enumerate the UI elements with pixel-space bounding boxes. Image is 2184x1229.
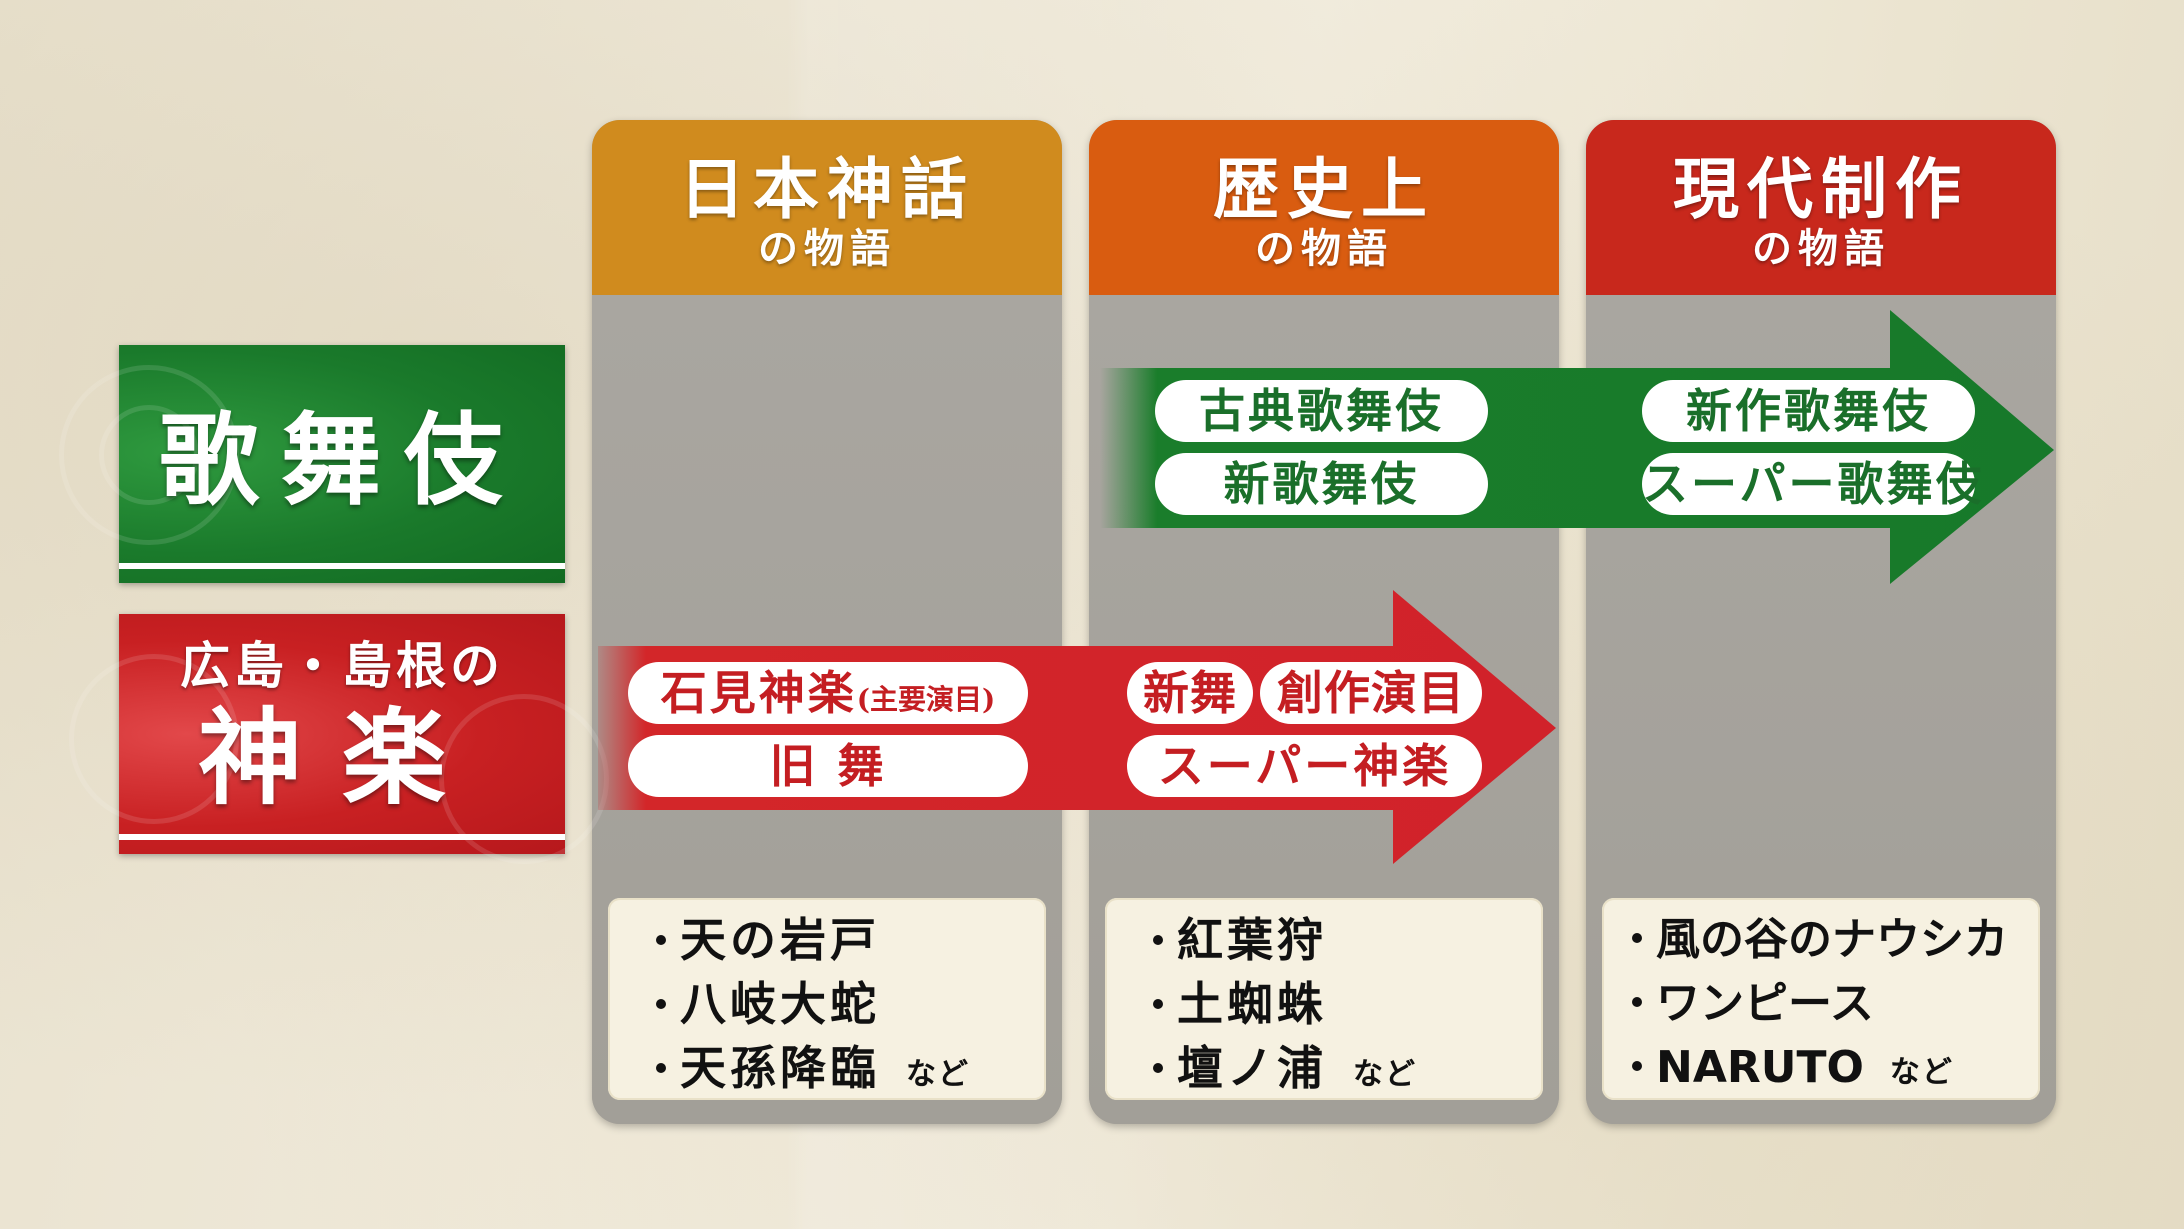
bullet-icon — [1632, 1061, 1642, 1071]
bullet-icon — [1153, 998, 1163, 1009]
example-text: 紅葉狩 — [1177, 913, 1327, 967]
example-text: 天孫降臨 — [680, 1041, 880, 1095]
example-text: NARUTO — [1656, 1042, 1864, 1093]
pill-iwami-kagura: 石見神楽(主要演目) — [628, 662, 1028, 724]
divider — [119, 834, 565, 840]
pill-new-dance: 新舞 — [1127, 662, 1253, 724]
pill-shin-kabuki: 新歌舞伎 — [1155, 453, 1488, 515]
example-text: 風の谷のナウシカ — [1656, 914, 2008, 965]
kumadori-pattern-icon — [59, 365, 239, 545]
divider — [119, 563, 565, 569]
column-title: 日本神話 — [679, 150, 975, 228]
pill-note: (主要演目) — [856, 683, 996, 716]
example-item: ワンピース — [1632, 972, 2040, 1036]
example-text: 天の岩戸 — [680, 913, 880, 967]
examples-box-history: 紅葉狩 土蜘蛛 壇ノ浦など — [1105, 898, 1543, 1100]
etc-label: など — [1889, 1055, 1954, 1090]
examples-box-mythology: 天の岩戸 八岐大蛇 天孫降臨など — [608, 898, 1046, 1100]
etc-label: など — [906, 1057, 970, 1092]
genre-name: 歌舞伎 — [159, 401, 525, 519]
column-header-history: 歴史上 の物語 — [1089, 120, 1559, 295]
column-subtitle: の物語 — [1255, 225, 1393, 272]
kabuki-arrow-icon — [1100, 310, 2054, 584]
column-title: 歴史上 — [1213, 150, 1435, 228]
pill-classic-kabuki: 古典歌舞伎 — [1155, 380, 1488, 442]
genre-region: 広島・島根の — [180, 637, 504, 695]
bullet-icon — [656, 998, 666, 1009]
column-subtitle: の物語 — [758, 225, 896, 272]
bullet-icon — [656, 1062, 666, 1073]
genre-label-kagura: 広島・島根の 神楽 — [69, 614, 609, 864]
example-item: 壇ノ浦など — [1153, 1036, 1543, 1107]
example-item: 紅葉狩 — [1153, 908, 1543, 972]
bullet-icon — [1632, 933, 1642, 943]
example-item: 天孫降臨など — [656, 1036, 1046, 1107]
column-header-modern: 現代制作 の物語 — [1586, 120, 2056, 295]
kagura-arrow-icon — [598, 590, 1556, 864]
genre-name: 神楽 — [197, 696, 486, 819]
pill-super-kagura: スーパー神楽 — [1127, 735, 1482, 797]
example-item: 風の谷のナウシカ — [1632, 908, 2040, 972]
bullet-icon — [656, 934, 666, 945]
column-title: 現代制作 — [1673, 150, 1969, 228]
column-subtitle: の物語 — [1752, 225, 1890, 272]
example-text: ワンピース — [1656, 978, 1874, 1029]
example-text: 壇ノ浦 — [1177, 1041, 1327, 1095]
column-header-mythology: 日本神話 の物語 — [592, 120, 1062, 295]
example-text: 八岐大蛇 — [680, 977, 880, 1031]
example-item: 八岐大蛇 — [656, 972, 1046, 1036]
example-item: 天の岩戸 — [656, 908, 1046, 972]
bullet-icon — [1153, 1062, 1163, 1073]
pill-original-program: 創作演目 — [1260, 662, 1482, 724]
pill-shinsaku-kabuki: 新作歌舞伎 — [1642, 380, 1975, 442]
example-item: 土蜘蛛 — [1153, 972, 1543, 1036]
pill-old-dance: 旧 舞 — [628, 735, 1028, 797]
kagura-mask-pattern-icon — [69, 654, 239, 824]
pill-super-kabuki: スーパー歌舞伎 — [1642, 453, 1982, 515]
example-text: 土蜘蛛 — [1177, 977, 1327, 1031]
examples-box-modern: 風の谷のナウシカ ワンピース NARUTO など — [1602, 898, 2040, 1100]
genre-label-kabuki: 歌舞伎 — [59, 345, 565, 583]
bullet-icon — [1632, 997, 1642, 1007]
pill-text: 石見神楽 — [660, 666, 857, 720]
example-item: NARUTO など — [1632, 1036, 2040, 1105]
etc-label: など — [1353, 1057, 1417, 1092]
bullet-icon — [1153, 934, 1163, 945]
kumadori-pattern-icon — [99, 405, 199, 505]
